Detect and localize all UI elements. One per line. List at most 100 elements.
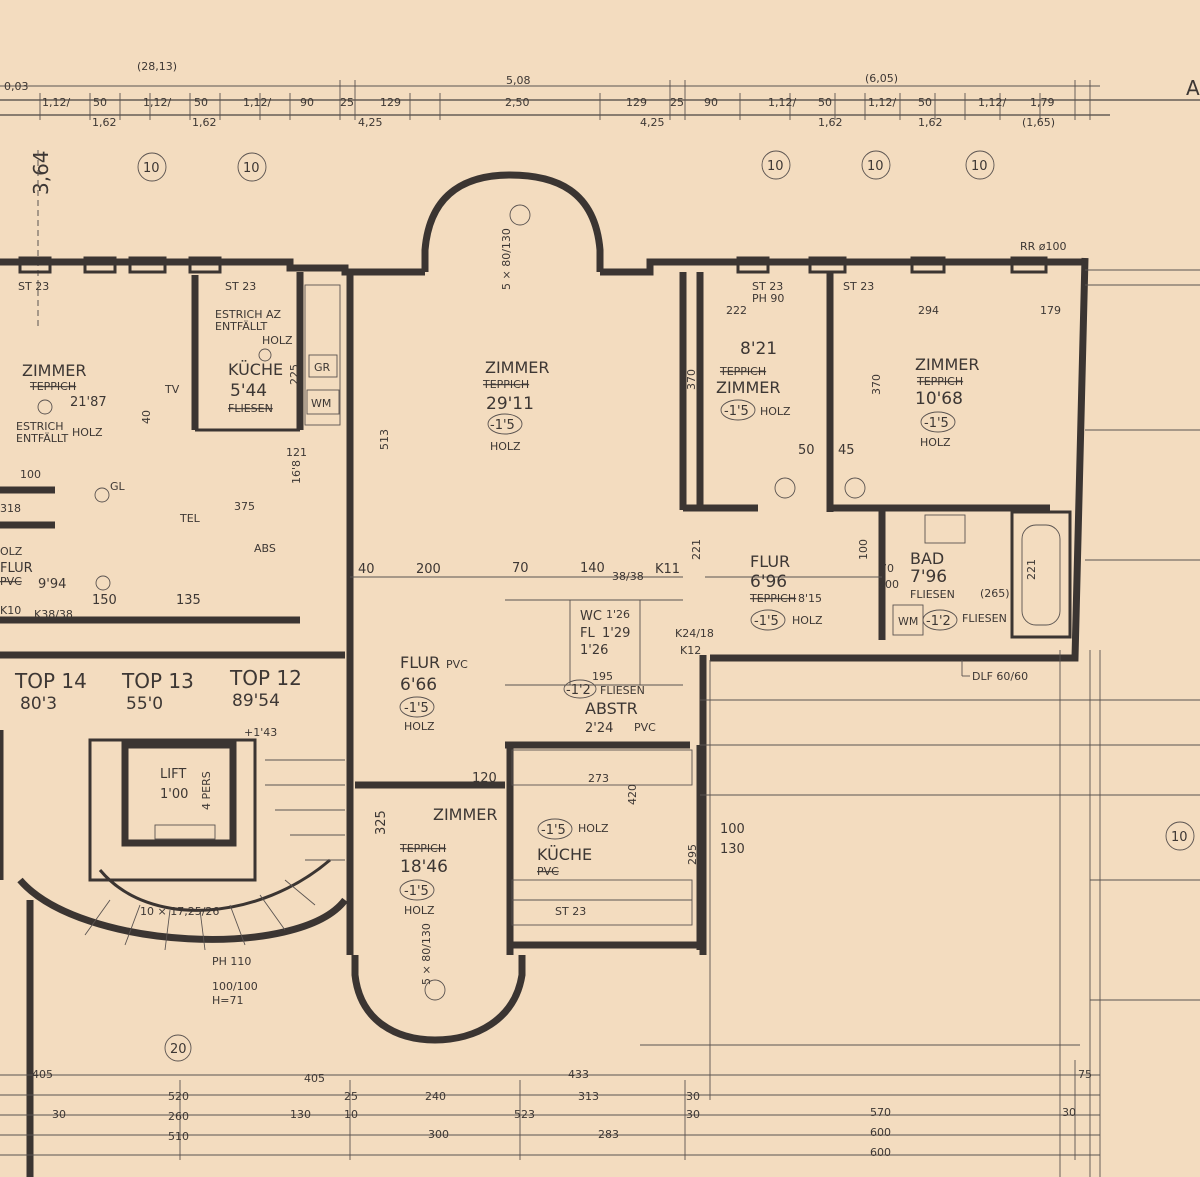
floor-level: -1'5 (404, 701, 429, 716)
top-dim-label: 1,12/ (768, 96, 796, 109)
bottom-dim-label: 260 (168, 1110, 189, 1123)
room-flur-center: FLUR PVC 6'66 -1'5 HOLZ (399, 653, 468, 733)
stair-note: 100/100 (212, 980, 258, 993)
dim-label: 221 (690, 539, 703, 560)
top-dim-label: 1,12/ (868, 96, 896, 109)
lift-label: LIFT (160, 767, 186, 782)
bottom-dim-label: 300 (428, 1128, 449, 1141)
lift-area: 1'00 (160, 787, 188, 802)
top-dim-label: 1,12/ (978, 96, 1006, 109)
top-dim-label: 50 (918, 96, 932, 109)
top-dim-label: 90 (704, 96, 718, 109)
top-dim-label: 90 (300, 96, 314, 109)
bottom-dim-label: 30 (686, 1108, 700, 1121)
bottom-dim-label: 433 (568, 1068, 589, 1081)
stair-label: 10 × 17,25/26 (140, 905, 219, 918)
stair-note: PH 110 (212, 955, 251, 968)
room-area: 7'96 (910, 567, 947, 587)
floor-type: OLZ (0, 545, 23, 558)
bottom-dim-label: 30 (686, 1090, 700, 1103)
dim-label: 179 (1040, 304, 1061, 317)
room-area: 1'26 (580, 643, 608, 658)
dim-label: 273 (588, 772, 609, 785)
floor-type: HOLZ (262, 334, 293, 347)
room-name: ZIMMER (915, 355, 980, 374)
floor-level: -1'5 (924, 416, 949, 431)
outlet-label: K12 (680, 644, 701, 657)
room-zimmer-right-1: 8'21 TEPPICH ZIMMER -1'5 HOLZ (716, 339, 791, 421)
room-area: 5'44 (230, 381, 267, 401)
top-dim-label: 1,12/ (143, 96, 171, 109)
bottom-dim-label: 313 (578, 1090, 599, 1103)
room-kueche-bottom: -1'5 HOLZ KÜCHE PVC (537, 818, 609, 878)
dim-label: 150 (92, 593, 117, 608)
top-dim-label: (6,05) (865, 72, 898, 85)
bottom-dim-label: 600 (870, 1146, 891, 1159)
floor-level: -1'5 (404, 884, 429, 899)
top-dim-label: 0,03 (4, 80, 29, 93)
room-name: WC (580, 609, 602, 624)
floor-level: -1'5 (754, 614, 779, 629)
top-dim-label: (28,13) (137, 60, 177, 73)
room-name: FLUR (750, 552, 790, 571)
room-name: FLUR (400, 653, 440, 672)
dim-label: 100 (20, 468, 41, 481)
dim-label: 50 (798, 443, 815, 458)
appliance-label: WM (898, 615, 918, 628)
floor-type: HOLZ (404, 720, 435, 733)
dim-label: 70 (512, 561, 529, 576)
appliance-label: GR (314, 361, 331, 374)
floor-dim: (265) (980, 587, 1010, 600)
top-dim-label: 129 (626, 96, 647, 109)
dim-label: 318 (0, 502, 21, 515)
dim-label: 200 (416, 562, 441, 577)
outlet-label: ABS (254, 542, 276, 555)
top-dim-label: 25 (340, 96, 354, 109)
bottom-dim-label: 240 (425, 1090, 446, 1103)
room-note: ESTRICH AZ (215, 308, 282, 321)
bottom-dim-label: 30 (52, 1108, 66, 1121)
dim-label: 70 (880, 562, 894, 575)
top-dim-label: 1,62 (818, 116, 843, 129)
floor-type: HOLZ (920, 436, 951, 449)
floor-type: FLIESEN (228, 402, 273, 415)
bottom-dim-label: 405 (304, 1072, 325, 1085)
dim-label: 140 (580, 561, 605, 576)
stair-dim: 5 × 80/130 (420, 923, 433, 985)
floor-level: -1'5 (541, 823, 566, 838)
room-area: 1'26 (606, 608, 630, 621)
dim-label: 325 (374, 810, 389, 835)
outlet-label: ST 23 (18, 280, 49, 293)
dim-label: 370 (870, 374, 883, 395)
floor-level: -1'5 (490, 418, 515, 433)
bottom-dimensions: 405 405 433 75 520 25 240 313 30 30 260 … (32, 1034, 1092, 1159)
room-area: 10'68 (915, 389, 963, 409)
floor-type: HOLZ (490, 440, 521, 453)
outlet-label: PH 90 (752, 292, 784, 305)
staircase: 10 × 17,25/26 PH 110 100/100 H=71 (84, 759, 345, 1007)
floor-type: TEPPICH (719, 365, 766, 378)
section-letter: A (1186, 76, 1200, 100)
floor-type: HOLZ (760, 405, 791, 418)
floor-type: TEPPICH (749, 592, 796, 605)
outlet-label: ST 23 (752, 280, 783, 293)
dim-label: 135 (176, 593, 201, 608)
dim-label: 100 (857, 539, 870, 560)
floor-type: FLIESEN (962, 612, 1007, 625)
walls (0, 171, 1089, 1177)
dim-label: 40 (140, 410, 153, 424)
floor-level: -1'5 (724, 404, 749, 419)
room-name: KÜCHE (537, 845, 592, 864)
outlet-label: K11 (655, 562, 680, 577)
axis-marker-label: 10 (867, 159, 884, 174)
outlet-label: K38/38 (34, 608, 73, 621)
room-name: BAD (910, 549, 944, 568)
inline-dimensions: 318 100 200 140 70 120 135 150 40 100 13… (0, 304, 1061, 865)
floor-type: HOLZ (72, 426, 103, 439)
top-dim-label: (1,65) (1022, 116, 1055, 129)
top-dim-label: 50 (93, 96, 107, 109)
room-area: 9'94 (38, 577, 66, 592)
dim-label: 200 (878, 578, 899, 591)
bottom-dim-label: 283 (598, 1128, 619, 1141)
room-name: KÜCHE (228, 360, 283, 379)
